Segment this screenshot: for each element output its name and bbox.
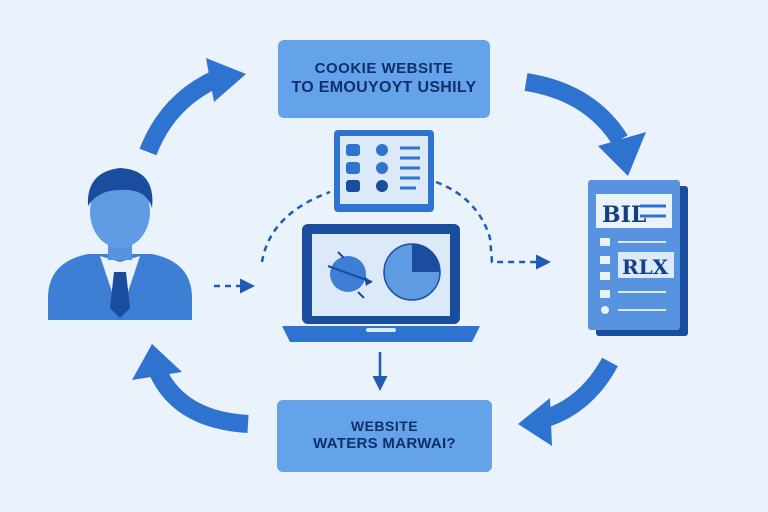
doc-header-text: BIL bbox=[602, 202, 646, 228]
bottom-label-line1: WEBSITE bbox=[350, 417, 419, 434]
cycle-arrow-bottom-right bbox=[518, 357, 618, 446]
dashed-arc-left bbox=[260, 190, 331, 263]
top-label-line2: TO EMOUYOYT USHILY bbox=[291, 79, 477, 97]
cycle-arrow-top-left bbox=[139, 58, 246, 156]
dashed-arrow-to-document bbox=[435, 180, 551, 270]
laptop-chart-graphic bbox=[327, 243, 441, 301]
document-icon: BIL RLX bbox=[588, 180, 688, 336]
doc-mid-text: RLX bbox=[622, 255, 669, 279]
cycle-arrow-top-right bbox=[524, 73, 646, 176]
tablet-icon bbox=[334, 130, 434, 212]
cycle-arrow-bottom-left bbox=[132, 344, 249, 433]
bottom-label-line2: WATERS MARWAI? bbox=[313, 435, 456, 453]
top-label-line1: COOKIE WEBSITE bbox=[314, 59, 454, 77]
dashed-connectors bbox=[214, 180, 551, 391]
laptop-icon bbox=[282, 224, 480, 342]
bottom-label-box: WEBSITE WATERS MARWAI? bbox=[277, 400, 492, 472]
user-icon bbox=[48, 168, 192, 320]
top-label-box: COOKIE WEBSITE TO EMOUYOYT USHILY bbox=[278, 40, 490, 118]
